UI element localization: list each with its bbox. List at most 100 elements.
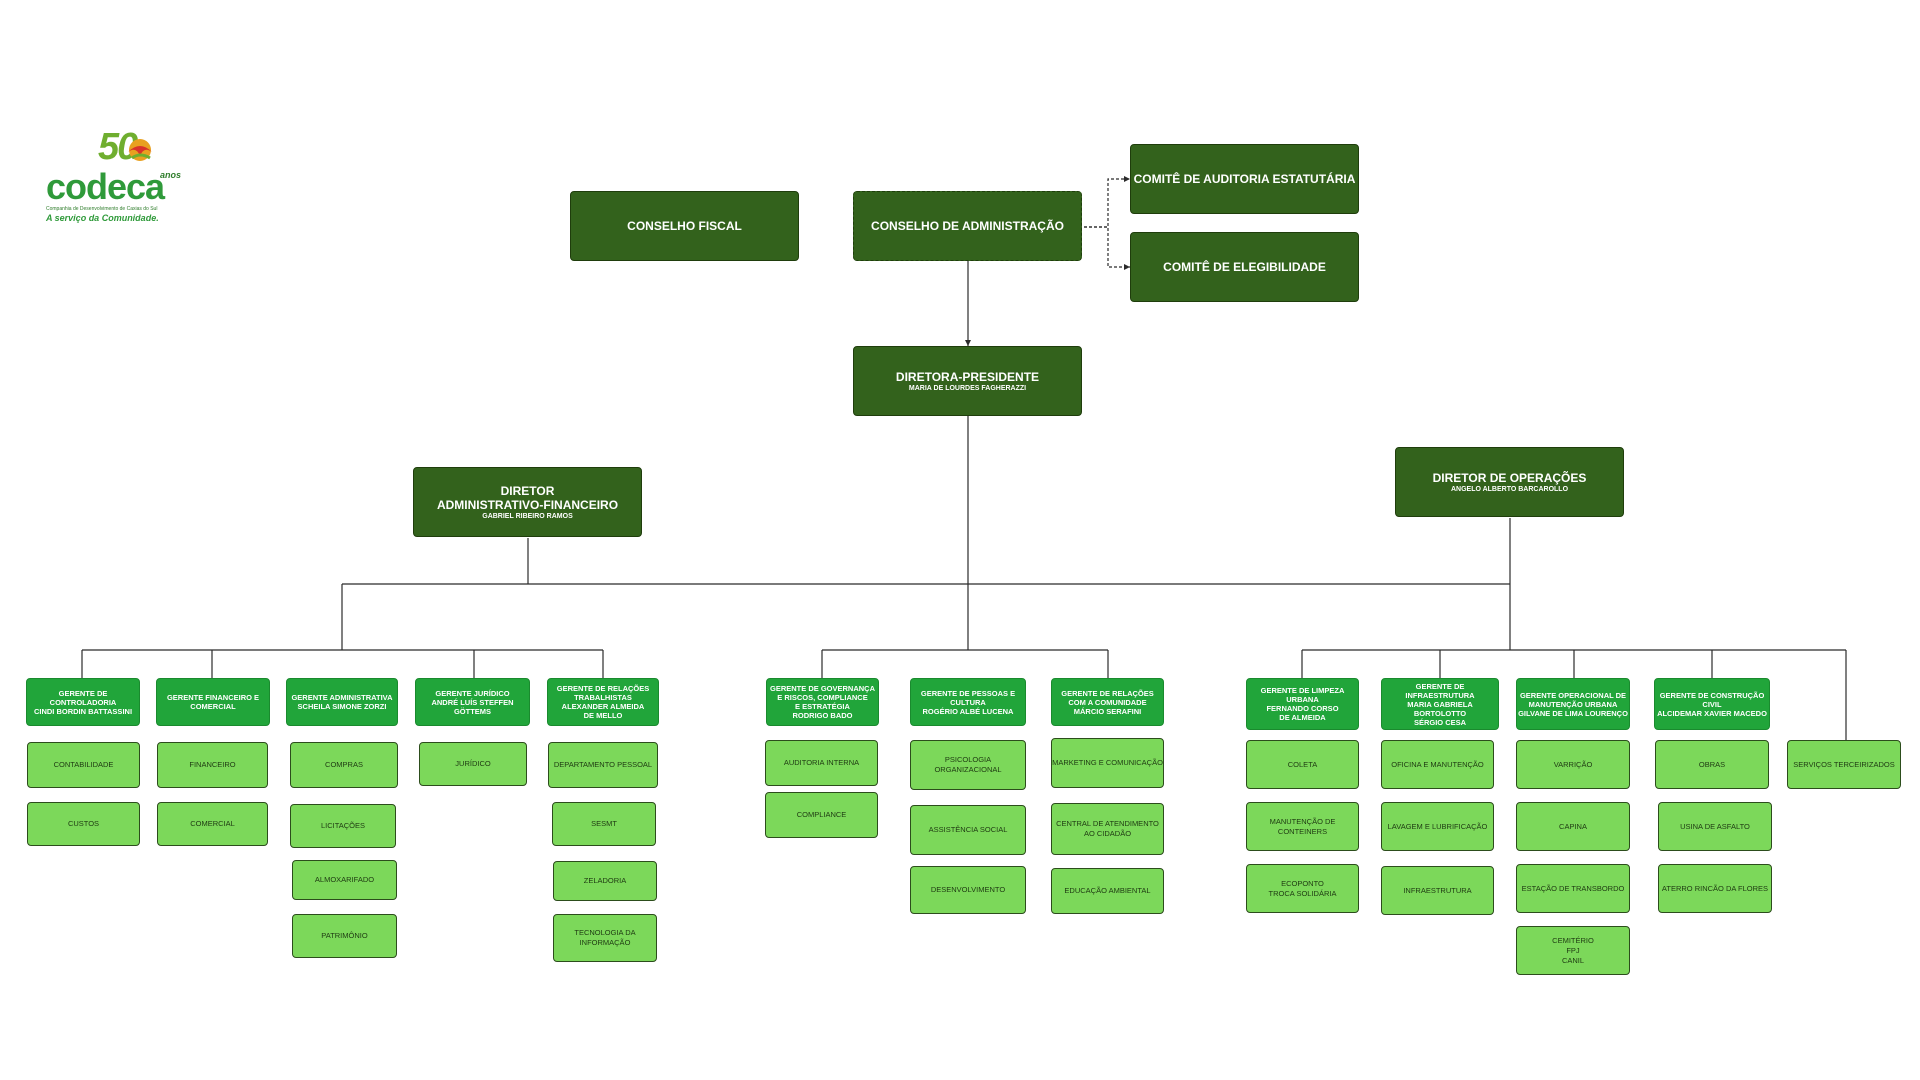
fiscal-council-title: CONSELHO FISCAL: [627, 219, 742, 233]
manager-relacoes-trabalhistas-box: GERENTE DE RELAÇÕES TRABALHISTAS ALEXAND…: [547, 678, 659, 726]
brand-name: codeca: [46, 166, 165, 207]
unit-juridico: JURÍDICO: [419, 742, 527, 786]
codeca-logo: 50 anos codeca Companhia de Desenvolvime…: [46, 126, 181, 227]
audit-committee-title: COMITÊ DE AUDITORIA ESTATUTÁRIA: [1133, 172, 1356, 186]
unit-label: CENTRAL DE ATENDIMENTO AO CIDADÃO: [1056, 819, 1159, 838]
manager-title: GERENTE DE PESSOAS E CULTURA ROGÉRIO ALB…: [920, 688, 1016, 716]
manager-title: GERENTE DE CONSTRUÇÃO CIVIL ALCIDEMAR XA…: [1657, 690, 1767, 718]
unit-label: COLETA: [1287, 759, 1318, 769]
unit-label: ESTAÇÃO DE TRANSBORDO: [1521, 883, 1625, 893]
unit-ecoponto: ECOPONTO TROCA SOLIDÁRIA: [1246, 864, 1359, 913]
operations-director-name: ANGELO ALBERTO BARCAROLLO: [1450, 485, 1569, 493]
unit-label: AUDITORIA INTERNA: [783, 758, 860, 767]
unit-coleta: COLETA: [1246, 740, 1359, 789]
president-title: DIRETORA-PRESIDENTE: [895, 369, 1040, 384]
manager-title: GERENTE DE INFRAESTRUTURA MARIA GABRIELA…: [1405, 681, 1475, 727]
admin-director-title: DIRETOR ADMINISTRATIVO-FINANCEIRO: [436, 483, 619, 512]
manager-limpeza-box: GERENTE DE LIMPEZA URBANA FERNANDO CORSO…: [1246, 678, 1359, 730]
unit-label: VARRIÇÃO: [1553, 759, 1593, 769]
unit-label: MARKETING E COMUNICAÇÃO: [1052, 758, 1163, 767]
unit-lavagem: LAVAGEM E LUBRIFICAÇÃO: [1381, 802, 1494, 851]
president-name: MARIA DE LOURDES FAGHERAZZI: [908, 384, 1027, 392]
unit-label: ALMOXARIFADO: [314, 875, 375, 884]
unit-psicologia: PSICOLOGIA ORGANIZACIONAL: [910, 740, 1026, 790]
unit-compras: COMPRAS: [290, 742, 398, 788]
unit-cemiterio: CEMITÉRIO FPJ CANIL: [1516, 926, 1630, 975]
unit-label: DESENVOLVIMENTO: [930, 885, 1006, 894]
unit-label: EDUCAÇÃO AMBIENTAL: [1064, 886, 1151, 895]
unit-obras: OBRAS: [1655, 740, 1769, 789]
unit-departamento-pessoal: DEPARTAMENTO PESSOAL: [548, 742, 658, 788]
unit-label: DEPARTAMENTO PESSOAL: [553, 760, 653, 769]
unit-label: SESMT: [591, 819, 617, 828]
unit-label: LICITAÇÕES: [320, 821, 366, 830]
unit-label: JURÍDICO: [455, 759, 491, 768]
manager-title: GERENTE OPERACIONAL DE MANUTENÇÃO URBANA…: [1518, 690, 1628, 718]
unit-label: SERVIÇOS TERCEIRIZADOS: [1793, 759, 1895, 769]
unit-label: USINA DE ASFALTO: [1680, 821, 1750, 831]
manager-title: GERENTE FINANCEIRO E COMERCIAL: [166, 693, 260, 711]
slogan: A serviço da Comunidade.: [46, 213, 159, 223]
unit-label: ECOPONTO TROCA SOLIDÁRIA: [1268, 878, 1337, 898]
unit-licitacoes: LICITAÇÕES: [290, 804, 396, 848]
unit-desenvolvimento: DESENVOLVIMENTO: [910, 866, 1026, 914]
manager-title: GERENTE ADMINISTRATIVA SCHEILA SIMONE ZO…: [291, 693, 393, 711]
manager-title: GERENTE DE RELAÇÕES COM A COMUNIDADE MÁR…: [1061, 688, 1154, 716]
unit-comercial: COMERCIAL: [157, 802, 268, 846]
admin-director-box: DIRETOR ADMINISTRATIVO-FINANCEIRO GABRIE…: [413, 467, 642, 537]
unit-almoxarifado: ALMOXARIFADO: [292, 860, 397, 900]
unit-label: CONTABILIDADE: [53, 760, 114, 769]
company-line: Companhia de Desenvolvimento de Caxias d…: [46, 206, 158, 212]
manager-infraestrutura-box: GERENTE DE INFRAESTRUTURA MARIA GABRIELA…: [1381, 678, 1499, 730]
unit-label: INFRAESTRUTURA: [1403, 885, 1472, 895]
manager-controladoria-box: GERENTE DE CONTROLADORIA CINDI BORDIN BA…: [26, 678, 140, 726]
unit-contabilidade: CONTABILIDADE: [27, 742, 140, 788]
anniversary-mark: 50 anos: [98, 126, 181, 180]
unit-marketing: MARKETING E COMUNICAÇÃO: [1051, 738, 1164, 788]
fiscal-council-box: CONSELHO FISCAL: [570, 191, 799, 261]
admin-council-title: CONSELHO DE ADMINISTRAÇÃO: [871, 219, 1064, 233]
unit-capina: CAPINA: [1516, 802, 1630, 851]
manager-title: GERENTE DE GOVERNANÇA E RISCOS, COMPLIAN…: [769, 684, 875, 720]
manager-manutencao-urbana-box: GERENTE OPERACIONAL DE MANUTENÇÃO URBANA…: [1516, 678, 1630, 730]
unit-label: CUSTOS: [67, 819, 100, 828]
unit-label: FINANCEIRO: [189, 760, 236, 769]
unit-manutencao-conteiners: MANUTENÇÃO DE CONTEINERS: [1246, 802, 1359, 851]
unit-infraestrutura: INFRAESTRUTURA: [1381, 866, 1494, 915]
unit-servicos-terceirizados: SERVIÇOS TERCEIRIZADOS: [1787, 740, 1901, 789]
admin-council-box: CONSELHO DE ADMINISTRAÇÃO: [853, 191, 1082, 261]
unit-label: MANUTENÇÃO DE CONTEINERS: [1269, 816, 1336, 836]
unit-label: LAVAGEM E LUBRIFICAÇÃO: [1387, 821, 1488, 831]
unit-custos: CUSTOS: [27, 802, 140, 846]
unit-label: OFICINA E MANUTENÇÃO: [1391, 759, 1484, 769]
unit-usina-asfalto: USINA DE ASFALTO: [1658, 802, 1772, 851]
unit-central-atendimento: CENTRAL DE ATENDIMENTO AO CIDADÃO: [1051, 803, 1164, 855]
unit-estacao-transbordo: ESTAÇÃO DE TRANSBORDO: [1516, 864, 1630, 913]
manager-title: GERENTE DE LIMPEZA URBANA FERNANDO CORSO…: [1260, 686, 1345, 722]
unit-label: COMERCIAL: [190, 819, 235, 828]
manager-construcao-box: GERENTE DE CONSTRUÇÃO CIVIL ALCIDEMAR XA…: [1654, 678, 1770, 730]
manager-administrativa-box: GERENTE ADMINISTRATIVA SCHEILA SIMONE ZO…: [286, 678, 398, 726]
manager-governanca-box: GERENTE DE GOVERNANÇA E RISCOS, COMPLIAN…: [766, 678, 879, 726]
unit-patrimonio: PATRIMÔNIO: [292, 914, 397, 958]
president-box: DIRETORA-PRESIDENTE MARIA DE LOURDES FAG…: [853, 346, 1082, 416]
unit-label: ATERRO RINCÃO DA FLORES: [1661, 883, 1769, 893]
unit-sesmt: SESMT: [552, 802, 656, 846]
unit-aterro: ATERRO RINCÃO DA FLORES: [1658, 864, 1772, 913]
unit-label: CEMITÉRIO FPJ CANIL: [1552, 935, 1594, 965]
eligibility-committee-title: COMITÊ DE ELEGIBILIDADE: [1163, 260, 1326, 274]
unit-label: TECNOLOGIA DA INFORMAÇÃO: [574, 928, 636, 947]
manager-title: GERENTE DE RELAÇÕES TRABALHISTAS ALEXAND…: [556, 684, 650, 720]
unit-zeladoria: ZELADORIA: [553, 861, 657, 901]
unit-assistencia-social: ASSISTÊNCIA SOCIAL: [910, 805, 1026, 855]
unit-auditoria-interna: AUDITORIA INTERNA: [765, 740, 878, 786]
operations-director-box: DIRETOR DE OPERAÇÕES ANGELO ALBERTO BARC…: [1395, 447, 1624, 517]
manager-title: GERENTE DE CONTROLADORIA CINDI BORDIN BA…: [33, 688, 133, 716]
unit-label: PATRIMÔNIO: [321, 931, 368, 940]
manager-pessoas-box: GERENTE DE PESSOAS E CULTURA ROGÉRIO ALB…: [910, 678, 1026, 726]
unit-label: PSICOLOGIA ORGANIZACIONAL: [934, 755, 1002, 774]
audit-committee-box: COMITÊ DE AUDITORIA ESTATUTÁRIA: [1130, 144, 1359, 214]
unit-oficina: OFICINA E MANUTENÇÃO: [1381, 740, 1494, 789]
unit-financeiro: FINANCEIRO: [157, 742, 268, 788]
